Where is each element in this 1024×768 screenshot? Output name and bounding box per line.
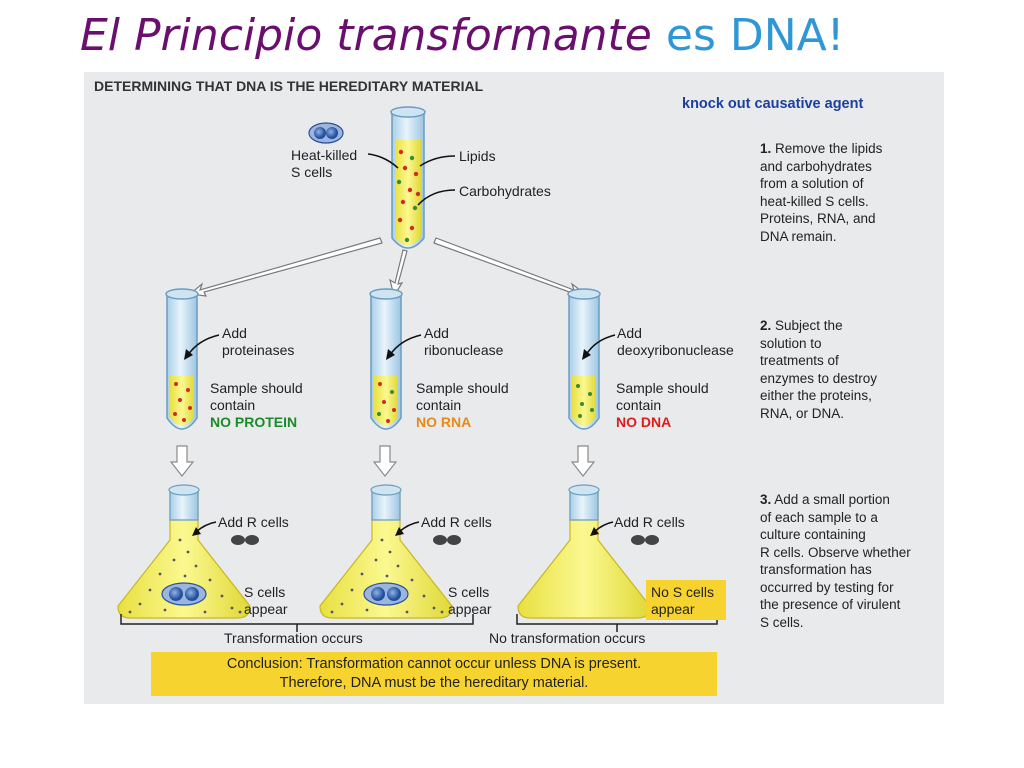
r-cells-icons [231, 535, 659, 545]
conclusion-line-1: Conclusion: Transformation cannot occur … [226, 656, 642, 672]
step-2: 2. Subject the solution to treatments of… [760, 318, 878, 421]
conclusion-box: Conclusion: Transformation cannot occur … [151, 652, 717, 696]
transformation-occurs-label: Transformation occurs [224, 630, 363, 646]
flask-3 [517, 484, 651, 619]
top-test-tube [390, 106, 426, 249]
title-part-1: El Principio transformante [80, 10, 652, 61]
result-no-rna: NO RNA [416, 414, 472, 430]
top-tube-pointers [367, 153, 456, 206]
step-1: 1. Remove the lipids and carbohydrates f… [760, 141, 883, 244]
treatment-tube-3 [567, 288, 601, 430]
carbohydrates-label: Carbohydrates [459, 183, 551, 199]
heat-killed-label: Heat-killed S cells [291, 147, 358, 180]
knock-out-note: knock out causative agent [682, 96, 864, 112]
no-s-cells-highlight [646, 580, 726, 620]
heat-killed-cells-icon [308, 122, 344, 144]
molecule-dots [396, 149, 421, 243]
result-no-protein: NO PROTEIN [210, 414, 298, 430]
flask-2-add-r-cells: Add R cells [421, 514, 492, 530]
treatment-tube-2 [369, 288, 403, 430]
treatment-tube-1 [165, 288, 199, 430]
flask-1-add-r-cells: Add R cells [218, 514, 289, 530]
conclusion-line-2: Therefore, DNA must be the hereditary ma… [279, 675, 589, 691]
flask-1 [117, 484, 251, 619]
figure-heading: DETERMINING THAT DNA IS THE HEREDITARY M… [94, 78, 484, 94]
distribution-arrows [188, 237, 590, 301]
no-transformation-label: No transformation occurs [489, 630, 646, 646]
result-no-dna: NO DNA [616, 414, 672, 430]
lipids-label: Lipids [459, 148, 496, 164]
flask-2 [319, 484, 453, 619]
title-part-2: es DNA! [665, 10, 845, 61]
flask-3-add-r-cells: Add R cells [614, 514, 685, 530]
step-3: 3. Add a small portion of each sample to… [760, 492, 911, 630]
enzyme-arrowheads [184, 349, 591, 360]
r-cells-arrowheads [192, 527, 599, 536]
down-arrows [169, 445, 596, 477]
slide-title: El Principio transformante es DNA! [80, 6, 844, 66]
